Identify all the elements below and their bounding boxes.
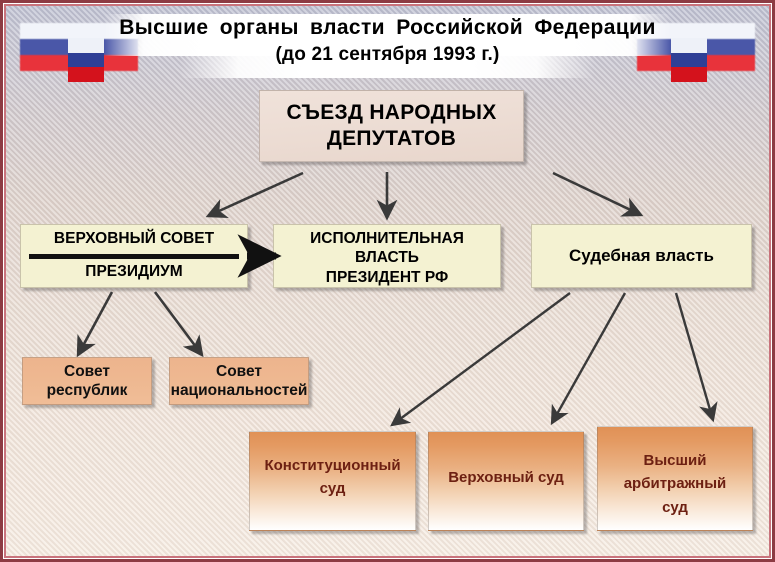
constitutional-court-line-1: Конституционный xyxy=(264,457,401,474)
node-executive-power[interactable]: ИСПОЛНИТЕЛЬНАЯ ВЛАСТЬ ПРЕЗИДЕНТ РФ xyxy=(273,224,501,288)
banner-text-block: Высшие органы власти Российской Федераци… xyxy=(12,16,763,66)
node-congress-of-peoples-deputies[interactable]: СЪЕЗД НАРОДНЫХ ДЕПУТАТОВ xyxy=(259,90,524,162)
russian-flag-right-small-icon xyxy=(671,38,707,82)
diagram-subtitle: (до 21 сентября 1993 г.) xyxy=(275,43,500,65)
node-council-of-republics[interactable]: Совет республик xyxy=(22,357,152,405)
node-constitutional-court[interactable]: Конституционный суд xyxy=(249,431,416,531)
russian-flag-left-small-icon xyxy=(68,38,104,82)
supreme-soviet-label: ВЕРХОВНЫЙ СОВЕТ xyxy=(53,230,215,247)
arbitration-court-line-2: арбитражный xyxy=(623,475,727,493)
constitutional-court-line-2: суд xyxy=(319,480,346,498)
node-judicial-power[interactable]: Судебная власть xyxy=(531,224,752,288)
arbitration-court-text: Высший арбитражный суд xyxy=(624,449,727,519)
congress-line-2: ДЕПУТАТОВ xyxy=(326,127,457,150)
council-nationalities-line-2: национальностей xyxy=(170,382,308,399)
node-arbitration-court[interactable]: Высший арбитражный суд xyxy=(597,426,753,531)
council-nationalities-line-1: Совет xyxy=(216,362,262,380)
banner-subtitle-backdrop xyxy=(180,48,595,78)
executive-power-label: ИСПОЛНИТЕЛЬНАЯ ВЛАСТЬ xyxy=(310,230,464,266)
supreme-soviet-divider xyxy=(29,253,239,259)
node-council-of-nationalities[interactable]: Совет национальностей xyxy=(169,357,309,405)
constitutional-court-text: Конституционный суд xyxy=(264,454,400,501)
council-republics-line-1: Совет xyxy=(64,362,110,380)
arbitration-court-line-1: Высший xyxy=(643,452,707,469)
node-supreme-court[interactable]: Верховный суд xyxy=(428,431,584,531)
council-republics-line-2: республик xyxy=(46,382,128,399)
node-supreme-soviet[interactable]: ВЕРХОВНЫЙ СОВЕТ ПРЕЗИДИУМ xyxy=(20,224,248,288)
arbitration-court-line-3: суд xyxy=(662,498,688,516)
title-banner: Высшие органы власти Российской Федераци… xyxy=(12,12,763,82)
supreme-court-line-1: Верховный суд xyxy=(448,469,564,486)
president-label: ПРЕЗИДЕНТ РФ xyxy=(325,269,449,287)
judicial-power-label: Судебная власть xyxy=(569,245,714,265)
presidium-label: ПРЕЗИДИУМ xyxy=(85,263,183,281)
diagram-title: Высшие органы власти Российской Федераци… xyxy=(119,16,656,39)
congress-line-1: СЪЕЗД НАРОДНЫХ xyxy=(286,101,497,125)
supreme-court-text: Верховный суд xyxy=(448,466,564,489)
